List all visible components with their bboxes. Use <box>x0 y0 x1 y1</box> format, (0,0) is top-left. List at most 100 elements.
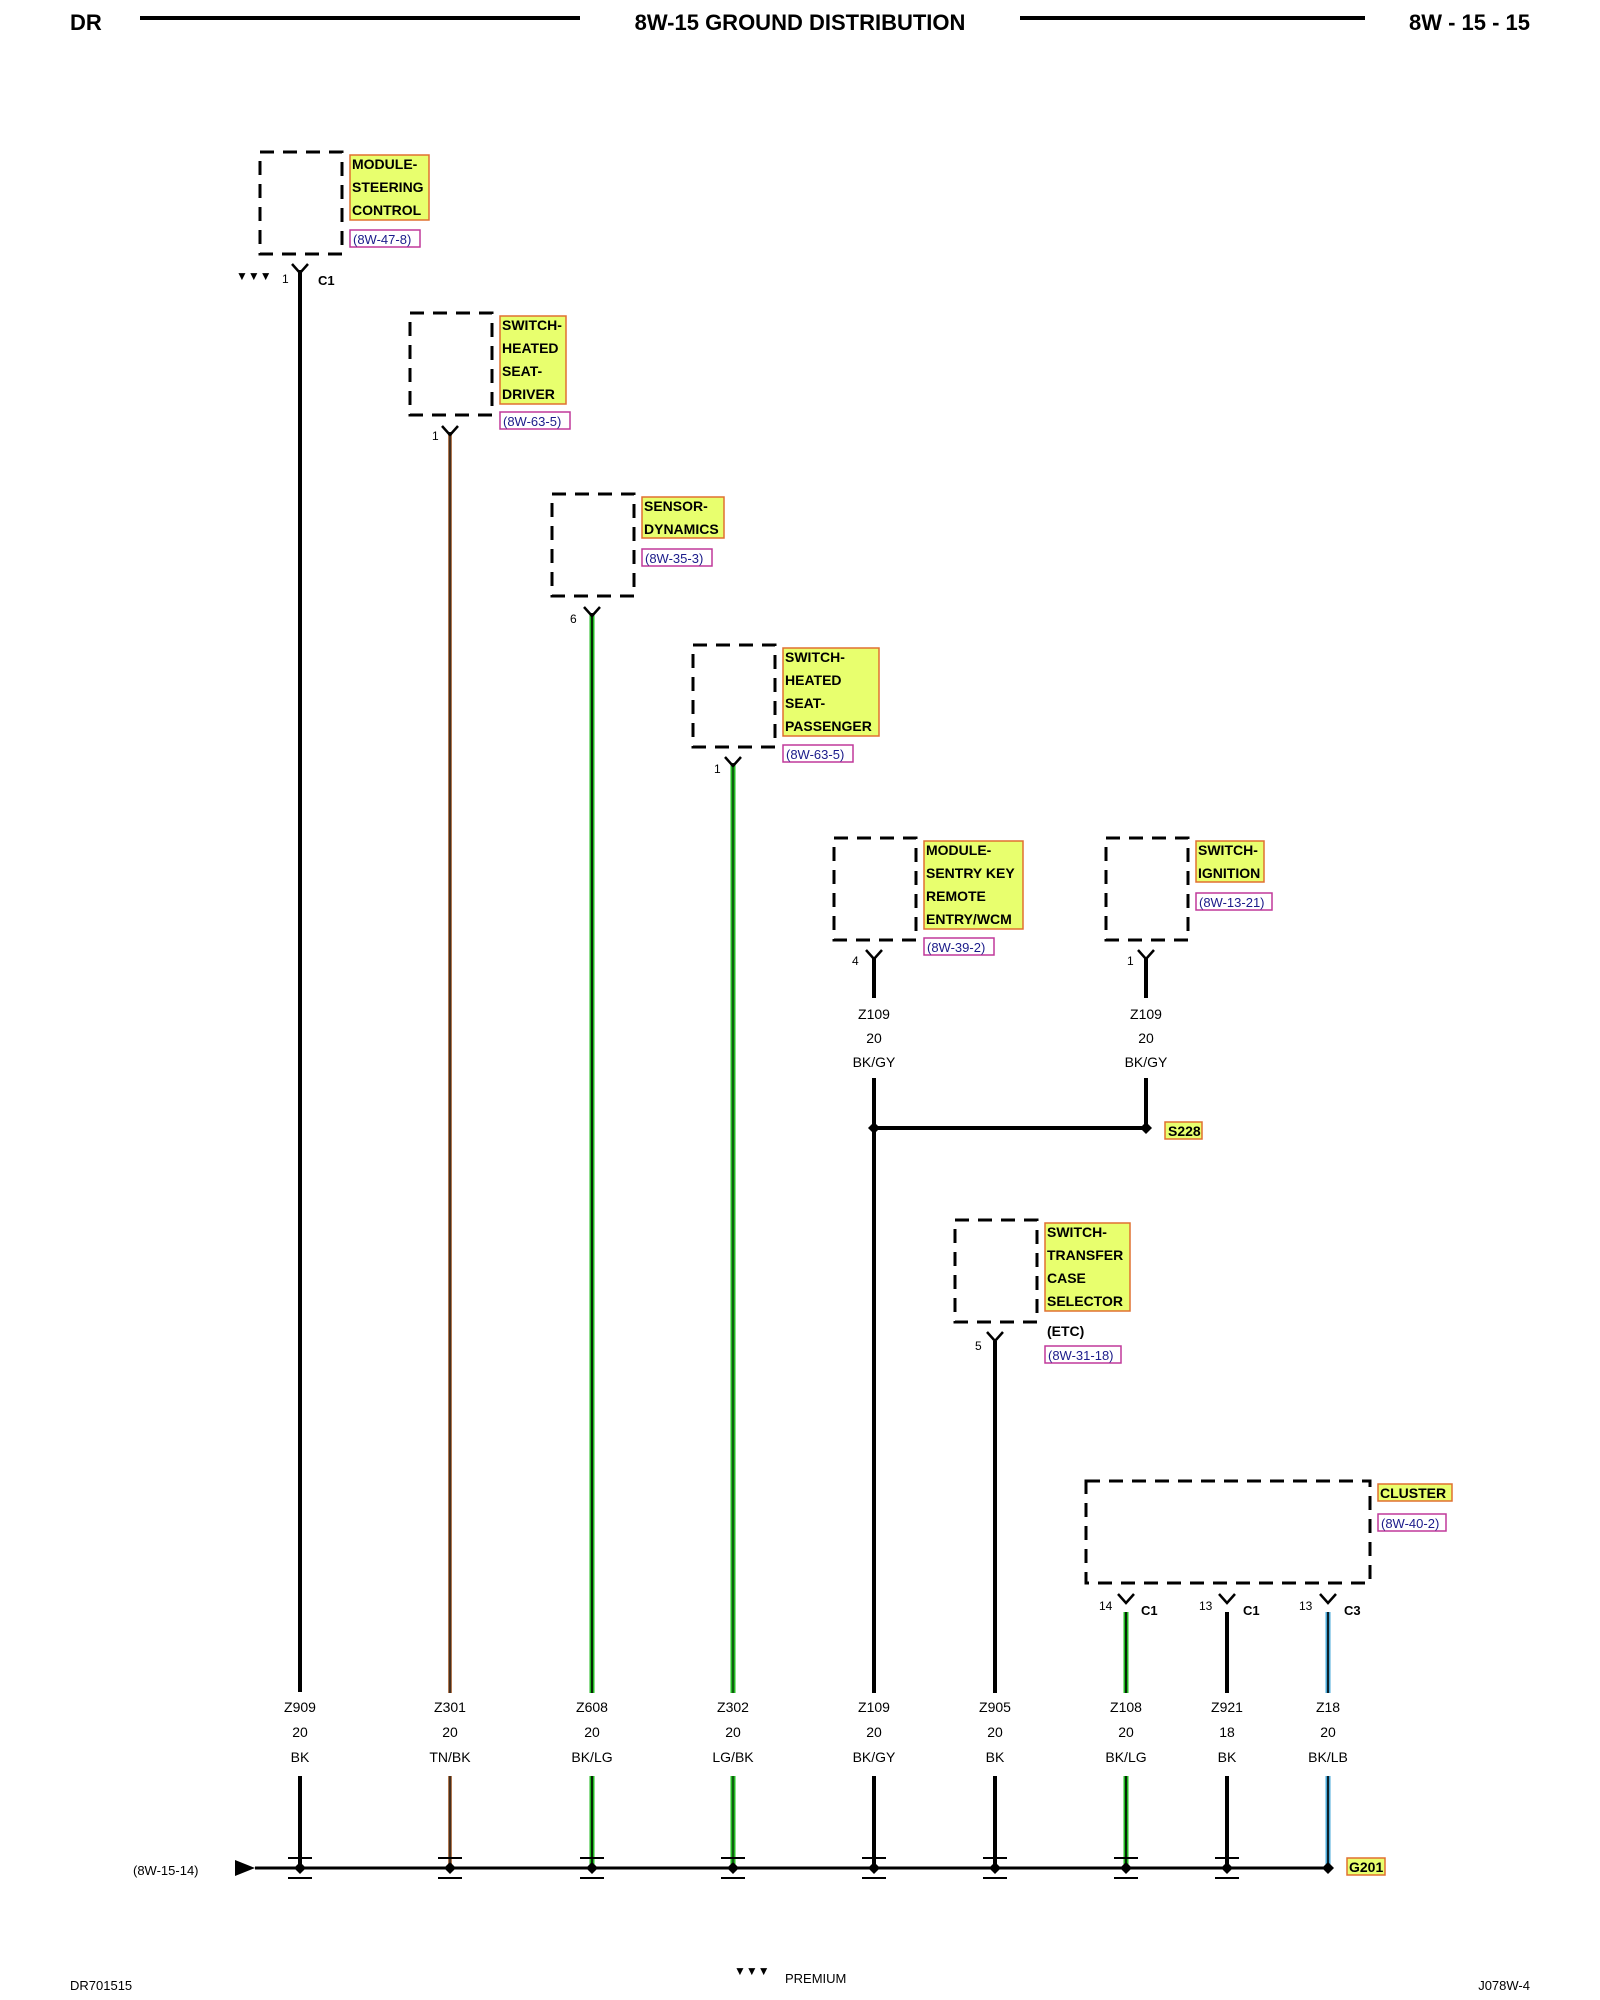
wire-color: BK/GY <box>853 1054 896 1070</box>
label-module-steering-control: MODULE- STEERING CONTROL (8W-47-8) <box>349 154 430 248</box>
ref-link: (8W-40-2) <box>1381 1516 1439 1531</box>
box-module-steering-control <box>258 150 344 256</box>
note-etc: (ETC) <box>1047 1323 1084 1339</box>
fork-icon <box>986 1331 1004 1343</box>
svg-text:DYNAMICS: DYNAMICS <box>644 521 719 537</box>
svg-text:MODULE-: MODULE- <box>926 842 992 858</box>
svg-text:CLUSTER: CLUSTER <box>1380 1485 1446 1501</box>
ref-link: (8W-39-2) <box>927 940 985 955</box>
fork-icon <box>441 425 459 437</box>
wire-gauge: 20 <box>866 1030 882 1046</box>
wire-gauge: 20 <box>866 1724 882 1740</box>
box-switch-transfer-case <box>953 1218 1039 1324</box>
svg-text:IGNITION: IGNITION <box>1198 865 1260 881</box>
pin-number: 14 <box>1099 1599 1113 1613</box>
fork-icon <box>1218 1593 1236 1605</box>
wire-gauge: 18 <box>1219 1724 1235 1740</box>
connector-id: C1 <box>1243 1603 1260 1618</box>
svg-text:SELECTOR: SELECTOR <box>1047 1293 1123 1309</box>
svg-text:CASE: CASE <box>1047 1270 1086 1286</box>
wire-circuit: Z109 <box>858 1699 890 1715</box>
pin-number: 6 <box>570 612 577 626</box>
svg-text:STEERING: STEERING <box>352 179 424 195</box>
wire-color: LG/BK <box>712 1749 754 1765</box>
svg-text:SENSOR-: SENSOR- <box>644 498 708 514</box>
wire-color: BK/LB <box>1308 1749 1348 1765</box>
pin-number: 4 <box>852 954 859 968</box>
connector-id: C1 <box>318 273 335 288</box>
wire-circuit: Z109 <box>858 1006 890 1022</box>
box-switch-ignition <box>1104 836 1190 942</box>
label-switch-transfer-case: SWITCH- TRANSFER CASE SELECTOR (ETC) (8W… <box>1044 1222 1131 1364</box>
fork-icon <box>583 606 601 618</box>
splice-points <box>868 1122 1152 1134</box>
wire-gauge: 20 <box>292 1724 308 1740</box>
fork-icon <box>724 756 742 768</box>
header-right: 8W - 15 - 15 <box>1409 10 1530 35</box>
wire-color: BK/LG <box>571 1749 612 1765</box>
svg-text:SEAT-: SEAT- <box>785 695 826 711</box>
wire-color: BK/GY <box>853 1749 896 1765</box>
ground-label: G201 <box>1349 1859 1383 1875</box>
header-left: DR <box>70 10 102 35</box>
svg-text:MODULE-: MODULE- <box>352 156 418 172</box>
wire-circuit: Z905 <box>979 1699 1011 1715</box>
svg-text:SEAT-: SEAT- <box>502 363 543 379</box>
wire-color: BK <box>986 1749 1005 1765</box>
wire-color: BK/LG <box>1105 1749 1146 1765</box>
premium-marker: ▼▼▼ <box>236 269 272 283</box>
box-cluster <box>1084 1479 1372 1585</box>
box-switch-heated-seat-driver <box>408 311 494 417</box>
wire-labels: Z909 20 BK Z301 20 TN/BK Z608 20 BK/LG Z… <box>284 1699 1348 1765</box>
wire-gauge: 20 <box>584 1724 600 1740</box>
svg-text:SENTRY KEY: SENTRY KEY <box>926 865 1015 881</box>
connector-id: C1 <box>1141 1603 1158 1618</box>
pin-number: 5 <box>975 1339 982 1353</box>
box-sensor-dynamics <box>550 492 636 598</box>
label-switch-heated-seat-passenger: SWITCH- HEATED SEAT- PASSENGER (8W-63-5) <box>782 647 880 763</box>
svg-text:HEATED: HEATED <box>785 672 842 688</box>
svg-text:SWITCH-: SWITCH- <box>502 317 562 333</box>
svg-text:SWITCH-: SWITCH- <box>785 649 845 665</box>
fork-icon <box>1319 1593 1337 1605</box>
svg-text:HEATED: HEATED <box>502 340 559 356</box>
wire-gauge: 20 <box>1138 1030 1154 1046</box>
wire-circuit: Z301 <box>434 1699 466 1715</box>
legend-premium-text: PREMIUM <box>785 1971 846 1986</box>
svg-text:DRIVER: DRIVER <box>502 386 555 402</box>
ground-ref: (8W-15-14) <box>133 1863 199 1878</box>
wire-gauge: 20 <box>987 1724 1003 1740</box>
label-cluster: CLUSTER (8W-40-2) <box>1377 1483 1453 1532</box>
footer-right-code: J078W-4 <box>1478 1978 1530 1993</box>
fork-icon <box>865 949 883 961</box>
ref-link: (8W-63-5) <box>503 414 561 429</box>
box-module-sentry-key <box>832 836 918 942</box>
svg-text:ENTRY/WCM: ENTRY/WCM <box>926 911 1012 927</box>
box-switch-heated-seat-passenger <box>691 643 777 749</box>
wire-gauge: 20 <box>1118 1724 1134 1740</box>
wire-circuit: Z302 <box>717 1699 749 1715</box>
pin-number: 13 <box>1299 1599 1313 1613</box>
ref-link: (8W-13-21) <box>1199 895 1265 910</box>
wire-gauge: 20 <box>725 1724 741 1740</box>
footer-left-code: DR701515 <box>70 1978 132 1993</box>
fork-icon <box>291 263 309 275</box>
label-sensor-dynamics: SENSOR- DYNAMICS (8W-35-3) <box>641 496 725 567</box>
wire-circuit: Z909 <box>284 1699 316 1715</box>
connector-id: C3 <box>1344 1603 1361 1618</box>
svg-text:CONTROL: CONTROL <box>352 202 422 218</box>
wire-circuit: Z109 <box>1130 1006 1162 1022</box>
pin-number: 1 <box>714 762 721 776</box>
ref-link: (8W-35-3) <box>645 551 703 566</box>
ref-link: (8W-47-8) <box>353 232 411 247</box>
svg-text:TRANSFER: TRANSFER <box>1047 1247 1123 1263</box>
wire-color: BK <box>291 1749 310 1765</box>
connector-forks <box>291 263 1337 1605</box>
wire-circuit: Z108 <box>1110 1699 1142 1715</box>
splice-dot <box>868 1122 880 1134</box>
component-boxes <box>258 150 1372 1585</box>
svg-text:SWITCH-: SWITCH- <box>1198 842 1258 858</box>
legend-premium-symbol: ▼▼▼ <box>734 1964 770 1978</box>
wire-color: BK/GY <box>1125 1054 1168 1070</box>
